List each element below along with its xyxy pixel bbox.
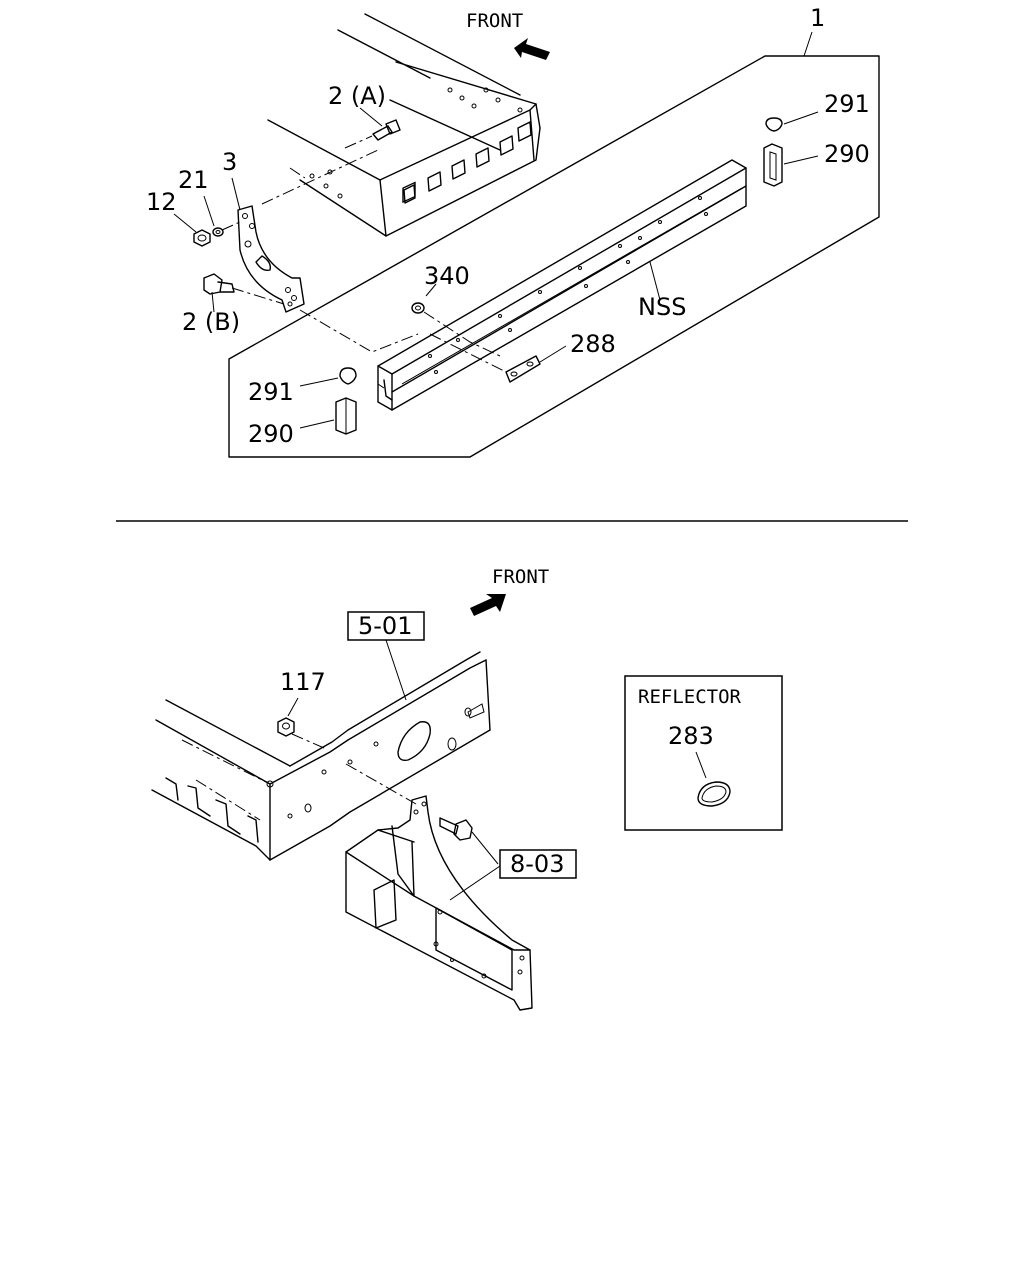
top-front-label: FRONT xyxy=(466,10,523,32)
reflector-title: REFLECTOR xyxy=(638,686,742,708)
assembly-outline-frame xyxy=(228,55,880,458)
callout-290-right: 290 xyxy=(824,140,870,168)
callout-288: 288 xyxy=(570,330,616,358)
callout-1: 1 xyxy=(810,4,825,32)
truck-frame-rail xyxy=(261,13,541,237)
ref-5-01-label: 5-01 xyxy=(358,612,412,640)
callout-340: 340 xyxy=(424,262,470,290)
frame-rail-lower xyxy=(151,651,491,861)
nut-117 xyxy=(277,697,325,749)
plate-288 xyxy=(429,333,567,383)
top-assembly: FRONT xyxy=(146,4,880,458)
ref-box-8-03 xyxy=(499,849,577,879)
nut-12 xyxy=(173,213,211,247)
callout-12: 12 xyxy=(146,188,177,216)
callout-283: 283 xyxy=(668,722,714,750)
rail-nss xyxy=(377,159,747,411)
washer-21 xyxy=(203,195,241,237)
bolt-2b xyxy=(203,273,419,353)
clip-340 xyxy=(411,283,501,357)
crossmember-bracket xyxy=(345,763,533,1011)
sleeve-290-left xyxy=(299,397,357,435)
sleeve-290-right xyxy=(763,143,819,187)
callout-2b: 2 (B) xyxy=(182,308,240,336)
callout-291-right: 291 xyxy=(824,90,870,118)
reflector-283 xyxy=(697,781,731,807)
callout-290-left: 290 xyxy=(248,420,294,448)
bolt-8-03 xyxy=(439,817,499,865)
cap-291-right xyxy=(765,111,819,132)
callout-21: 21 xyxy=(178,166,209,194)
callout-nss: NSS xyxy=(638,293,686,321)
cap-291-left xyxy=(299,367,357,387)
ref-8-03-label: 8-03 xyxy=(510,850,564,878)
bottom-assembly: FRONT 5-01 xyxy=(151,566,783,1011)
bottom-front-arrow-icon xyxy=(470,594,506,616)
callout-117: 117 xyxy=(280,668,326,696)
bolt-2a xyxy=(344,107,401,149)
bottom-front-label: FRONT xyxy=(492,566,549,588)
callout-291-left: 291 xyxy=(248,378,294,406)
callout-2a: 2 (A) xyxy=(328,82,386,110)
callout-3: 3 xyxy=(222,148,237,176)
bracket-3 xyxy=(231,177,305,313)
ref-box-5-01 xyxy=(347,611,425,641)
top-front-arrow-icon xyxy=(514,38,550,60)
